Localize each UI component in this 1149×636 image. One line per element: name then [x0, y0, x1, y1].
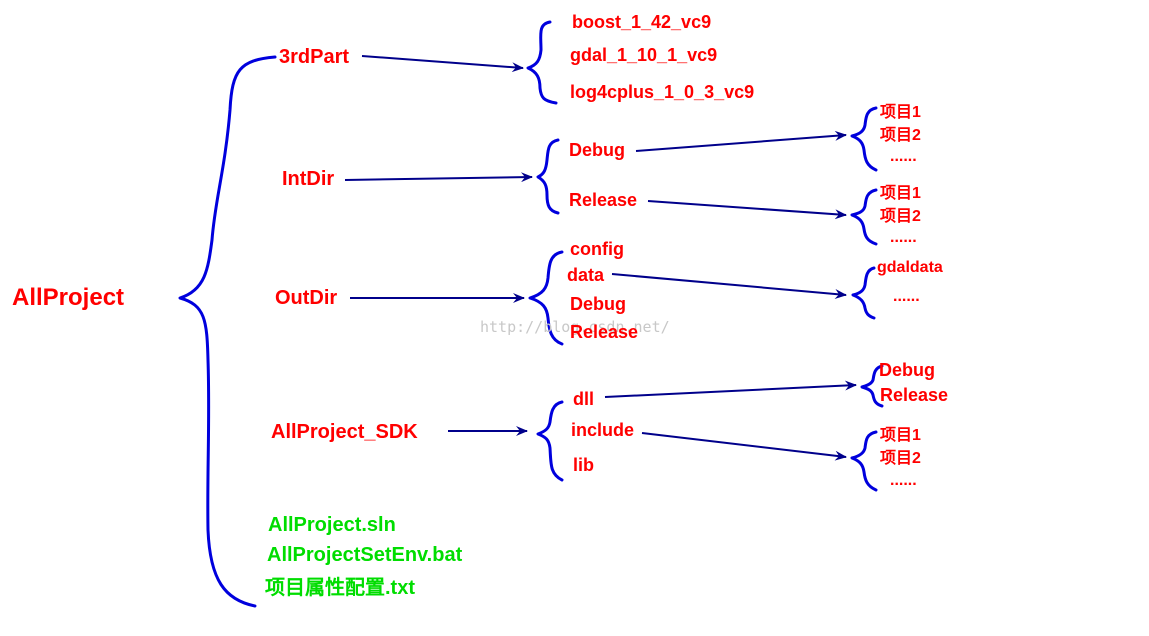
arrow-sdk-include — [641, 432, 847, 461]
sdk-include-brace — [850, 430, 878, 492]
outdir-item-debug: Debug — [570, 294, 626, 314]
sdk-item-lib: lib — [573, 455, 594, 475]
file-setenv-bat: AllProjectSetEnv.bat — [267, 544, 463, 566]
sdk-dll-child: Debug — [879, 360, 935, 380]
file-sln: AllProject.sln — [268, 514, 396, 536]
intdir-debug-child: ...... — [890, 148, 917, 165]
sdk-include-child: 项目1 — [880, 427, 921, 444]
outdir-item-config: config — [570, 239, 624, 259]
file-project-config-txt: 项目属性配置.txt — [265, 577, 415, 599]
outdir-item-data: data — [567, 265, 605, 285]
outdir-data-child: ...... — [893, 288, 920, 305]
folder-allproject-sdk: AllProject_SDK — [271, 421, 418, 443]
intdir-item-debug: Debug — [569, 140, 625, 160]
intdir-release-child: ...... — [890, 229, 917, 246]
thirdpart-brace — [526, 20, 558, 105]
arrow-intdir-debug — [635, 130, 847, 152]
arrow-sdk-dll — [604, 380, 857, 398]
outdir-item-release: Release — [570, 322, 639, 342]
intdir-brace — [536, 138, 560, 215]
sdk-item-dll: dll — [573, 389, 594, 409]
sdk-dll-child: Release — [880, 385, 949, 405]
outdir-data-child: gdaldata — [877, 259, 943, 276]
intdir-item-release: Release — [569, 190, 638, 210]
intdir-debug-child: 项目1 — [880, 104, 921, 121]
outdir-brace — [528, 250, 564, 346]
sdk-item-include: include — [571, 420, 635, 440]
arrow-intdir-release — [647, 200, 847, 220]
intdir-release-child: 项目1 — [880, 185, 921, 202]
sdk-include-child: ...... — [890, 472, 917, 489]
watermark: http://blog.csdn.net/ — [480, 318, 670, 336]
thirdpart-item: log4cplus_1_0_3_vc9 — [570, 82, 755, 102]
sdk-dll-brace — [860, 364, 884, 408]
thirdpart-item: gdal_1_10_1_vc9 — [570, 45, 718, 65]
intdir-debug-brace — [850, 106, 878, 172]
intdir-release-child: 项目2 — [880, 208, 921, 225]
arrow-outdir-data — [611, 273, 847, 299]
intdir-debug-child: 项目2 — [880, 127, 921, 144]
folder-outdir: OutDir — [275, 287, 338, 309]
outdir-data-brace — [851, 266, 876, 320]
sdk-include-child: 项目2 — [880, 450, 921, 467]
intdir-release-brace — [850, 188, 878, 246]
arrow-intdir — [344, 172, 533, 183]
root-brace — [178, 55, 277, 608]
root-label: AllProject — [12, 284, 125, 311]
thirdpart-item: boost_1_42_vc9 — [572, 12, 712, 32]
folder-intdir: IntDir — [282, 168, 335, 190]
arrow-3rdpart — [361, 55, 524, 73]
folder-3rdpart: 3rdPart — [279, 46, 350, 68]
sdk-brace — [536, 400, 564, 482]
